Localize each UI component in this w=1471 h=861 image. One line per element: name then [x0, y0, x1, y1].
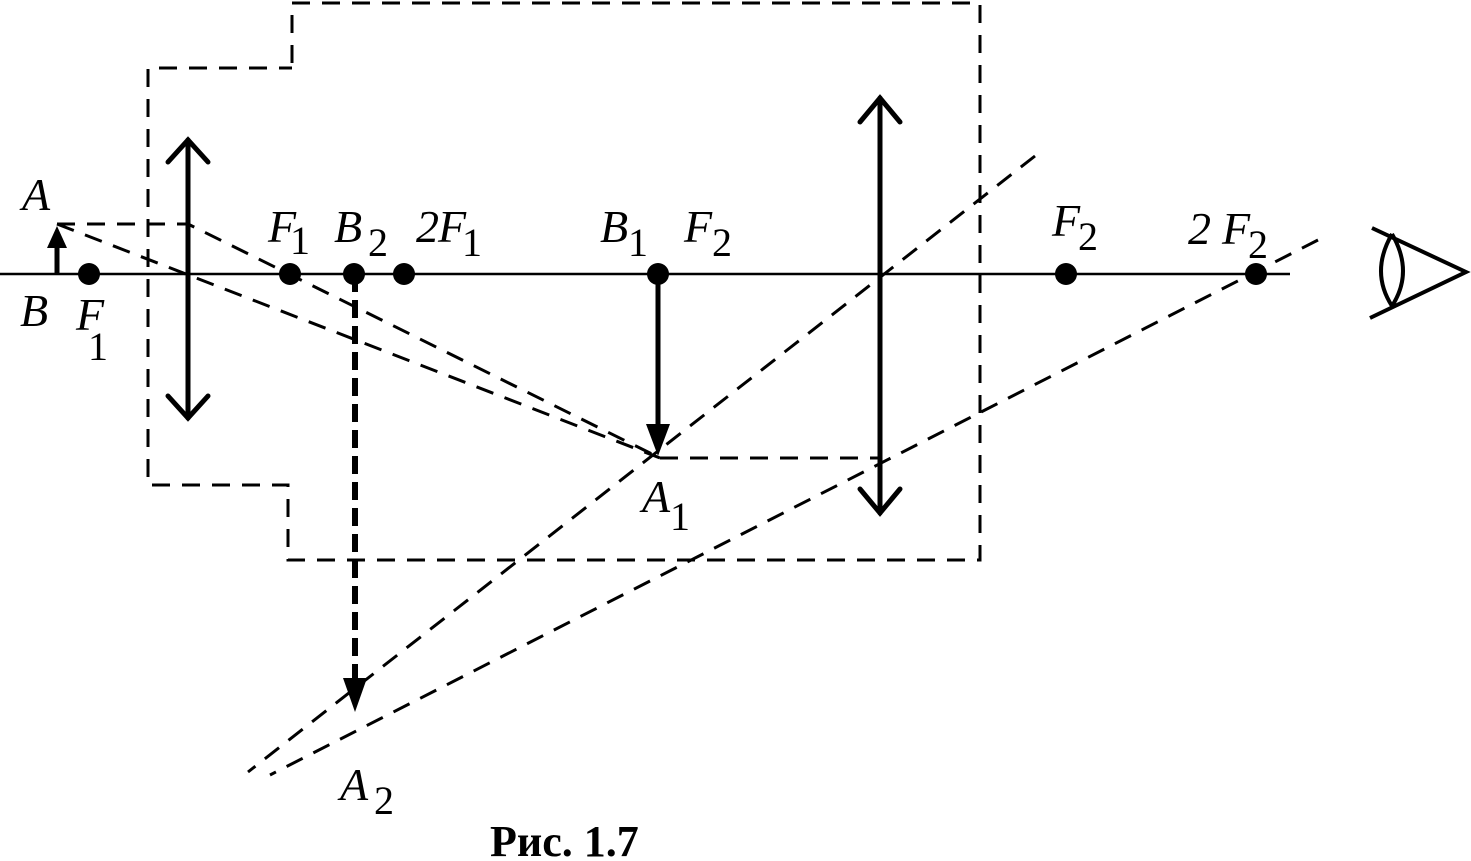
- ray-center-eyepiece: [247, 154, 1036, 774]
- label-a: A: [19, 169, 51, 220]
- point-f2: [1055, 263, 1077, 285]
- point-b2: [343, 263, 365, 285]
- label-b2: B 2: [334, 201, 388, 265]
- image-arrow-a1b1: [646, 274, 670, 456]
- label-f2-mid: F 2: [683, 201, 732, 265]
- label-2f1: 2 F 1: [416, 201, 482, 265]
- label-f2-right: F 2: [1051, 195, 1098, 259]
- point-2f2: [1245, 263, 1267, 285]
- label-b1: B 1: [600, 201, 648, 265]
- light-rays: [56, 154, 1319, 777]
- image-arrow-a2b2: [343, 274, 367, 712]
- tube-outline: [146, 1, 982, 562]
- point-f1: [279, 263, 301, 285]
- label-f1: F 1: [267, 201, 310, 263]
- label-2f2: 2 F 2: [1188, 203, 1268, 267]
- focal-points: [78, 263, 1267, 285]
- label-f1-left: F 1: [75, 289, 108, 369]
- objective-lens: [165, 136, 211, 422]
- ray-refracted-eyepiece: [269, 238, 1319, 777]
- ray-parallel-objective: [57, 222, 661, 460]
- point-f1-left: [78, 263, 100, 285]
- point-2f1: [393, 263, 415, 285]
- eyepiece-lens: [857, 94, 903, 517]
- label-b: B: [20, 285, 48, 336]
- object-arrow-ab: [47, 226, 67, 274]
- eye-icon: [1369, 226, 1471, 320]
- figure-caption: Рис. 1.7: [490, 817, 639, 861]
- point-b1: [647, 263, 669, 285]
- ray-center-objective: [56, 222, 661, 460]
- label-a1: A 1: [639, 471, 690, 539]
- label-a2: A 2: [337, 759, 394, 823]
